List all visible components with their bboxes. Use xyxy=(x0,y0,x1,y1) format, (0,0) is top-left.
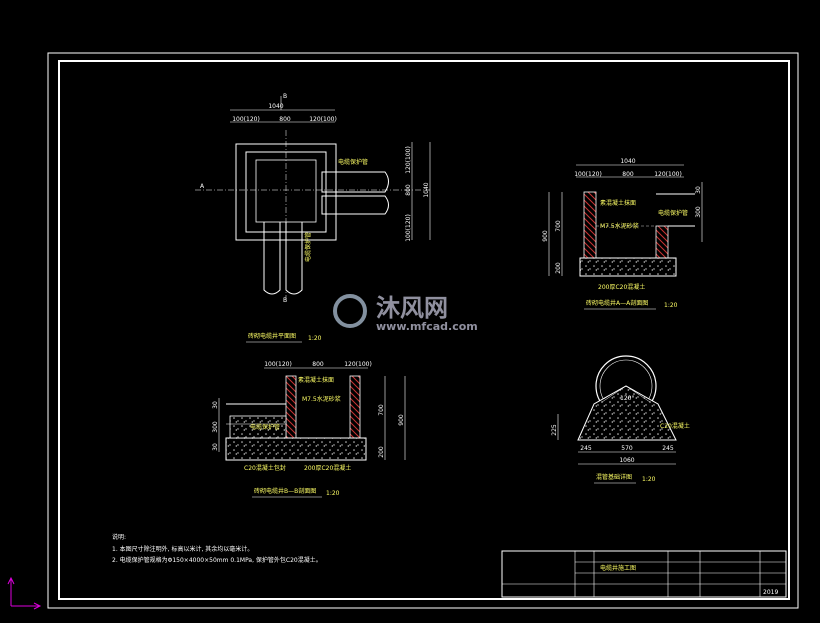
plan-rdim-2: 800 xyxy=(405,184,412,196)
pb-note: C20混凝土 xyxy=(660,422,690,430)
notes-line-2: 2. 电缆保护管规格为Φ150×4000×50mm 0.1MPa, 保护管外包C… xyxy=(112,556,322,564)
sbb-note-c20: C20混凝土包封 xyxy=(244,464,286,472)
plan-scale: 1:20 xyxy=(308,335,322,342)
plan-dim-2: 800 xyxy=(279,116,291,123)
pb-total: 1060 xyxy=(619,457,634,464)
plan-dim-3: 120(100) xyxy=(309,116,337,123)
sbb-title: 砖砌电缆井B—B剖面图 xyxy=(254,487,316,495)
sbb-note-base: 200厚C20混凝土 xyxy=(304,464,351,472)
saa-note-pipe: 电缆保护管 xyxy=(658,209,688,217)
sbb-dim-2: 800 xyxy=(312,361,324,368)
sbb-ldim-3: 30 xyxy=(212,443,219,451)
saa-rdim-2: 300 xyxy=(695,206,702,218)
sbb-dim-1: 100(120) xyxy=(264,361,292,368)
outer-border xyxy=(47,52,799,609)
plan-cut-b-top: B xyxy=(283,93,287,100)
saa-ldim-total: 900 xyxy=(542,230,549,242)
sbb-note-mortar: M7.5水泥砂浆 xyxy=(302,395,341,403)
plan-top-dim: 1040 xyxy=(268,103,283,110)
sbb-rdim-2: 200 xyxy=(378,446,385,458)
pb-dim-2: 570 xyxy=(621,445,633,452)
pb-angle: 120° xyxy=(620,395,634,402)
plan-dim-1: 100(120) xyxy=(232,116,260,123)
plan-title: 砖砌电缆井平面图 xyxy=(248,332,296,340)
plan-cut-a: A xyxy=(200,183,205,190)
sbb-rdim-1: 700 xyxy=(378,404,385,416)
saa-dim-2: 800 xyxy=(622,171,634,178)
title-block-title: 电缆井施工图 xyxy=(600,564,636,572)
plan-view: 1040 100(120) 800 120(100) B A 电缆保护管 电缆保… xyxy=(195,93,431,343)
sbb-ldim-2: 300 xyxy=(212,421,219,433)
watermark-logo xyxy=(333,294,367,328)
sbb-dim-3: 120(100) xyxy=(344,361,372,368)
plan-pipe-note-2: 电缆保护管 xyxy=(304,232,312,262)
title-block-number: 2019 xyxy=(763,589,778,596)
saa-ldim-1: 700 xyxy=(555,220,562,232)
saa-scale: 1:20 xyxy=(664,302,678,309)
plan-rdim-total: 1040 xyxy=(423,182,430,197)
saa-dim-3: 120(100) xyxy=(654,171,682,178)
pipe-base-detail: 120° C20混凝土 225 245 570 245 1060 混管基础详图 … xyxy=(551,355,690,484)
pb-dim-3: 245 xyxy=(662,445,674,452)
saa-note-wall: 素混凝土抹面 xyxy=(600,199,636,207)
plan-cut-b-bottom: B xyxy=(283,297,287,304)
saa-ldim-2: 200 xyxy=(555,262,562,274)
saa-note-mortar: M7.5水泥砂浆 xyxy=(600,222,639,230)
saa-rdim-1: 30 xyxy=(695,186,702,194)
plan-rdim-1: 120(100) xyxy=(405,146,412,174)
section-bb: 100(120) 800 120(100) 素混凝土抹面 M7.5水泥砂浆 电缆… xyxy=(212,361,406,498)
sbb-note-wall: 素混凝土抹面 xyxy=(298,376,334,384)
pb-dim-1: 245 xyxy=(580,445,592,452)
saa-top-dim: 1040 xyxy=(620,158,635,165)
watermark: 沐风网 www.mfcad.com xyxy=(333,294,478,333)
saa-title: 砖砌电缆井A—A剖面图 xyxy=(586,299,648,307)
saa-dim-1: 100(120) xyxy=(574,171,602,178)
sbb-rdim-total: 900 xyxy=(398,414,405,426)
sbb-note-pipe: 电缆保护管 xyxy=(250,423,280,431)
sbb-scale: 1:20 xyxy=(326,490,340,497)
watermark-url: www.mfcad.com xyxy=(376,320,478,333)
title-block: 电缆井施工图 2019 xyxy=(501,550,787,598)
sbb-ldim-1: 30 xyxy=(212,401,219,409)
notes: 说明: 1. 本图尺寸除注明外, 标高以米计, 其余均以毫米计。 2. 电缆保护… xyxy=(112,533,322,564)
ucs-icon xyxy=(7,576,42,610)
plan-rdim-3: 100(120) xyxy=(405,214,412,242)
pb-scale: 1:20 xyxy=(642,476,656,483)
pb-left-dim: 225 xyxy=(551,424,558,436)
inner-border xyxy=(58,60,790,600)
notes-heading: 说明: xyxy=(112,533,126,541)
notes-line-1: 1. 本图尺寸除注明外, 标高以米计, 其余均以毫米计。 xyxy=(112,545,253,553)
plan-pipe-note: 电缆保护管 xyxy=(338,158,368,166)
pb-title: 混管基础详图 xyxy=(596,473,632,481)
saa-note-base: 200厚C20混凝土 xyxy=(598,283,645,291)
section-aa: 1040 100(120) 800 120(100) 素混凝土抹面 M7.5水泥… xyxy=(542,158,703,310)
watermark-name: 沐风网 xyxy=(376,294,448,322)
